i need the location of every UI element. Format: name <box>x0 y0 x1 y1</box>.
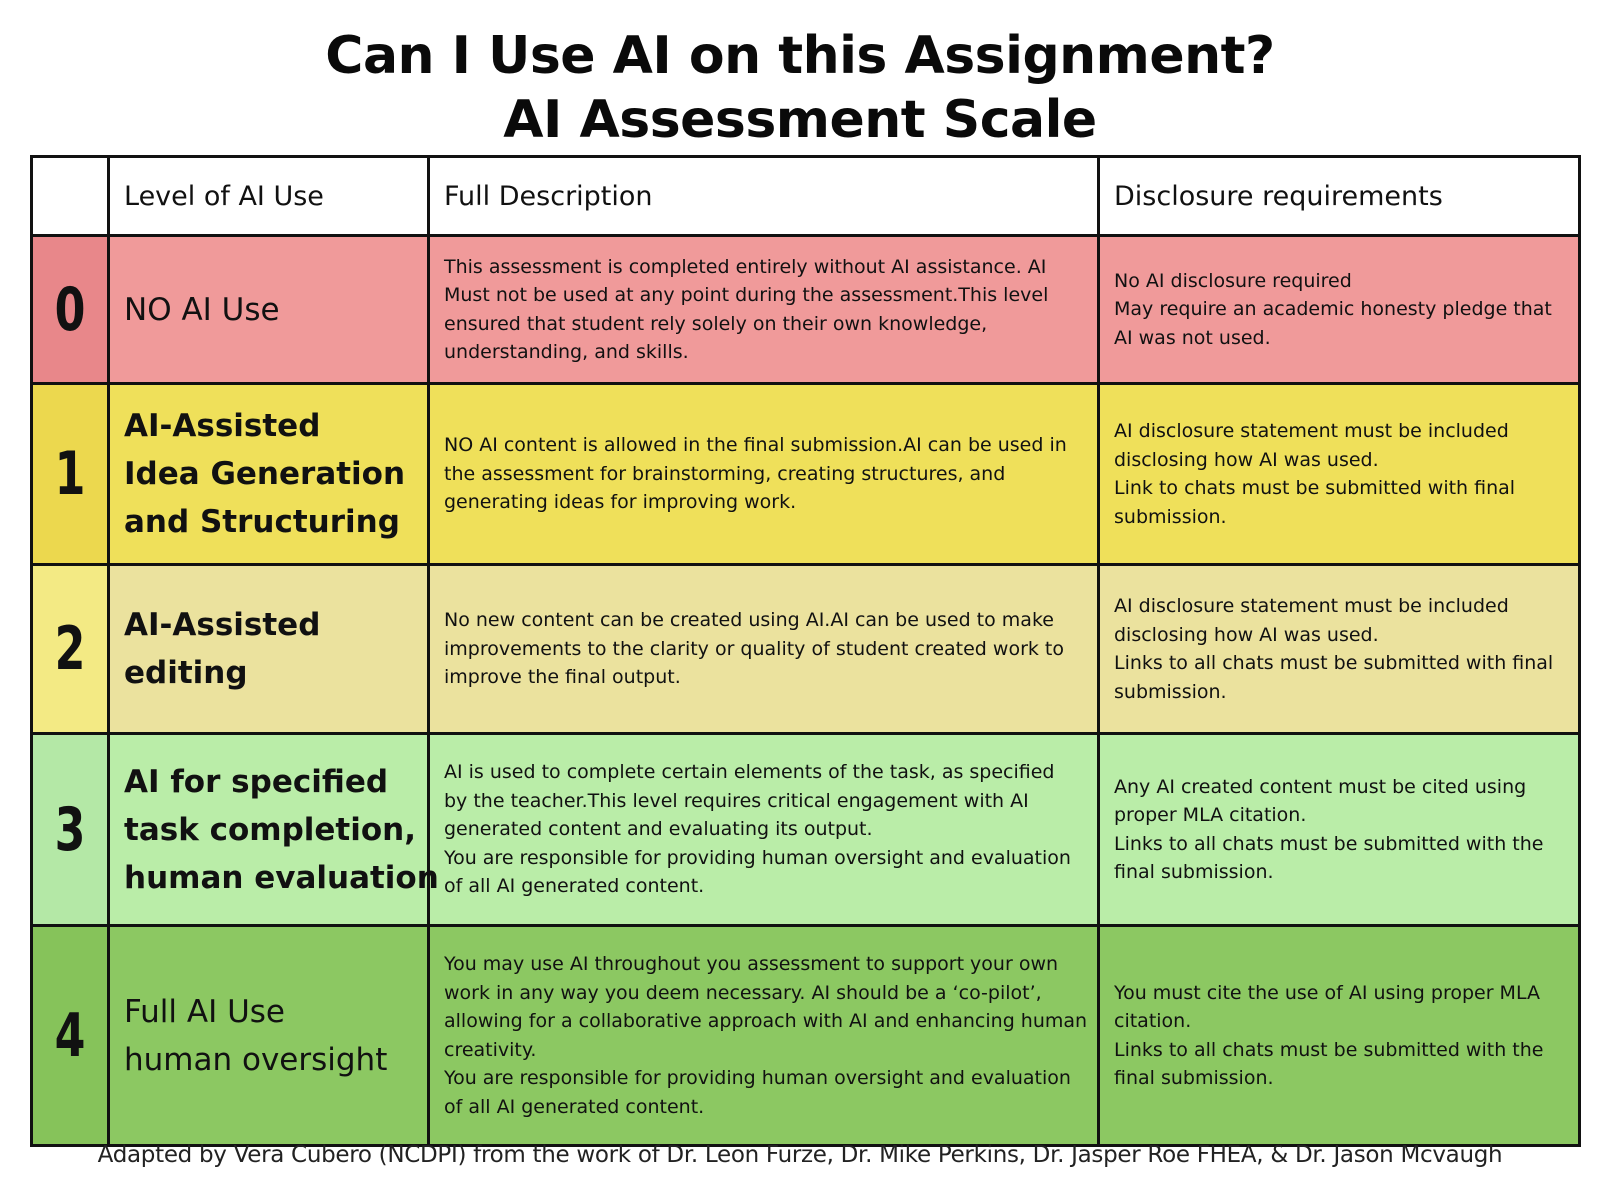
level-number: 3 <box>54 794 86 865</box>
table-row: 0 NO AI Use This assessment is completed… <box>30 234 1581 385</box>
header-description: Full Description <box>427 155 1100 237</box>
disclosure-line: No AI disclosure required <box>1114 269 1352 292</box>
level-number-cell: 1 <box>30 382 110 566</box>
level-number-cell: 0 <box>30 234 110 385</box>
description-line: the assessment for brainstorming, creati… <box>444 462 1006 485</box>
description-line: understanding, and skills. <box>444 341 689 363</box>
level-number-cell: 2 <box>30 563 110 735</box>
description-line: AI is used to complete certain elements … <box>444 761 1055 784</box>
description-cell: NO AI content is allowed in the final su… <box>427 382 1100 566</box>
description-line: by the teacher.This level requires criti… <box>444 789 1029 812</box>
level-name-line: NO AI Use <box>124 291 280 328</box>
table-row: 2 AI-Assisted editing No new content can… <box>30 563 1581 735</box>
level-name-line: editing <box>124 655 248 691</box>
description-cell: AI is used to complete certain elements … <box>427 732 1100 927</box>
description-line: You are responsible for providing human … <box>444 1067 1071 1089</box>
description-line: Must not be used at any point during the… <box>444 284 1049 306</box>
disclosure-line: Links to all chats must be submitted wit… <box>1114 652 1554 674</box>
description-cell: This assessment is completed entirely wi… <box>427 234 1100 385</box>
table-row: 3 AI for specified task completion, huma… <box>30 732 1581 927</box>
disclosure-line: Links to all chats must be submitted wit… <box>1114 1038 1544 1061</box>
disclosure-cell: No AI disclosure required May require an… <box>1097 234 1581 385</box>
disclosure-cell: Any AI created content must be cited usi… <box>1097 732 1581 927</box>
disclosure-line: Any AI created content must be cited usi… <box>1114 775 1527 798</box>
level-name-line: AI for specified <box>124 763 389 800</box>
level-number: 0 <box>54 274 86 345</box>
level-name-line: human evaluation <box>124 859 439 896</box>
description-cell: No new content can be created using AI.A… <box>427 563 1100 735</box>
disclosure-line: citation. <box>1114 1010 1192 1032</box>
disclosure-line: disclosing how AI was used. <box>1114 448 1379 471</box>
level-number: 1 <box>54 439 86 509</box>
level-name-cell: AI-Assisted Idea Generation and Structur… <box>107 382 430 566</box>
disclosure-line: You must cite the use of AI using proper… <box>1114 981 1540 1004</box>
header-level: Level of AI Use <box>107 155 430 237</box>
disclosure-line: Link to chats must be submitted with fin… <box>1114 477 1516 499</box>
level-name-cell: NO AI Use <box>107 234 430 385</box>
disclosure-line: Links to all chats must be submitted wit… <box>1114 832 1544 855</box>
disclosure-line: AI was not used. <box>1114 326 1271 349</box>
disclosure-line: AI disclosure statement must be included <box>1114 595 1509 617</box>
description-line: You are responsible for providing human … <box>444 846 1071 869</box>
level-number: 4 <box>54 1000 86 1071</box>
level-name-line: AI-Assisted <box>124 408 321 444</box>
description-line: No new content can be created using AI.A… <box>444 609 1054 632</box>
description-line: of all AI generated content. <box>444 1095 705 1118</box>
assessment-scale-table: Level of AI Use Full Description Disclos… <box>30 155 1581 1147</box>
level-name-line: Full AI Use <box>124 993 285 1030</box>
description-line: creativity. <box>444 1038 537 1061</box>
level-number-cell: 3 <box>30 732 110 927</box>
page-title: Can I Use AI on this Assignment? <box>325 26 1275 86</box>
disclosure-line: final submission. <box>1114 1067 1274 1089</box>
description-line: This assessment is completed entirely wi… <box>444 255 1047 278</box>
disclosure-cell: AI disclosure statement must be included… <box>1097 563 1581 735</box>
disclosure-line: final submission. <box>1114 861 1274 883</box>
description-line: of all AI generated content. <box>444 875 705 898</box>
description-line: improve the final output. <box>444 666 681 689</box>
disclosure-line: proper MLA citation. <box>1114 804 1307 826</box>
level-name-cell: AI-Assisted editing <box>107 563 430 735</box>
page-subtitle: AI Assessment Scale <box>503 90 1097 150</box>
disclosure-line: submission. <box>1114 680 1227 703</box>
disclosure-cell: You must cite the use of AI using proper… <box>1097 924 1581 1147</box>
header-disclosure: Disclosure requirements <box>1097 155 1581 237</box>
description-line: allowing for a collaborative approach wi… <box>444 1010 1088 1032</box>
table-row: 1 AI-Assisted Idea Generation and Struct… <box>30 382 1581 566</box>
table-row: 4 Full AI Use human oversight You may us… <box>30 924 1581 1147</box>
disclosure-line: disclosing how AI was used. <box>1114 623 1379 646</box>
table-header-row: Level of AI Use Full Description Disclos… <box>30 155 1581 237</box>
level-name-line: AI-Assisted <box>124 607 321 643</box>
level-number: 2 <box>54 614 86 684</box>
description-line: improvements to the clarity or quality o… <box>444 637 1064 660</box>
level-name-cell: Full AI Use human oversight <box>107 924 430 1147</box>
disclosure-cell: AI disclosure statement must be included… <box>1097 382 1581 566</box>
disclosure-line: submission. <box>1114 505 1227 528</box>
level-name-cell: AI for specified task completion, human … <box>107 732 439 927</box>
description-line: You may use AI throughout you assessment… <box>444 953 1059 975</box>
level-name-line: human oversight <box>124 1041 388 1078</box>
description-line: ensured that student rely solely on thei… <box>444 312 988 335</box>
description-line: NO AI content is allowed in the final su… <box>444 434 1067 457</box>
disclosure-line: May require an academic honesty pledge t… <box>1114 298 1552 321</box>
description-line: generated content and evaluating its out… <box>444 818 873 841</box>
level-name-line: and Structuring <box>124 504 400 540</box>
disclosure-line: AI disclosure statement must be included <box>1114 420 1509 442</box>
credit-footer: Adapted by Vera Cubero (NCDPI) from the … <box>97 1142 1503 1168</box>
level-name-line: task completion, <box>124 811 417 848</box>
description-cell: You may use AI throughout you assessment… <box>427 924 1100 1147</box>
description-line: generating ideas for improving work. <box>444 491 797 514</box>
description-line: work in any way you deem necessary. AI s… <box>444 981 1042 1004</box>
level-name-line: Idea Generation <box>124 456 406 492</box>
header-number <box>30 155 110 237</box>
level-number-cell: 4 <box>30 924 110 1147</box>
